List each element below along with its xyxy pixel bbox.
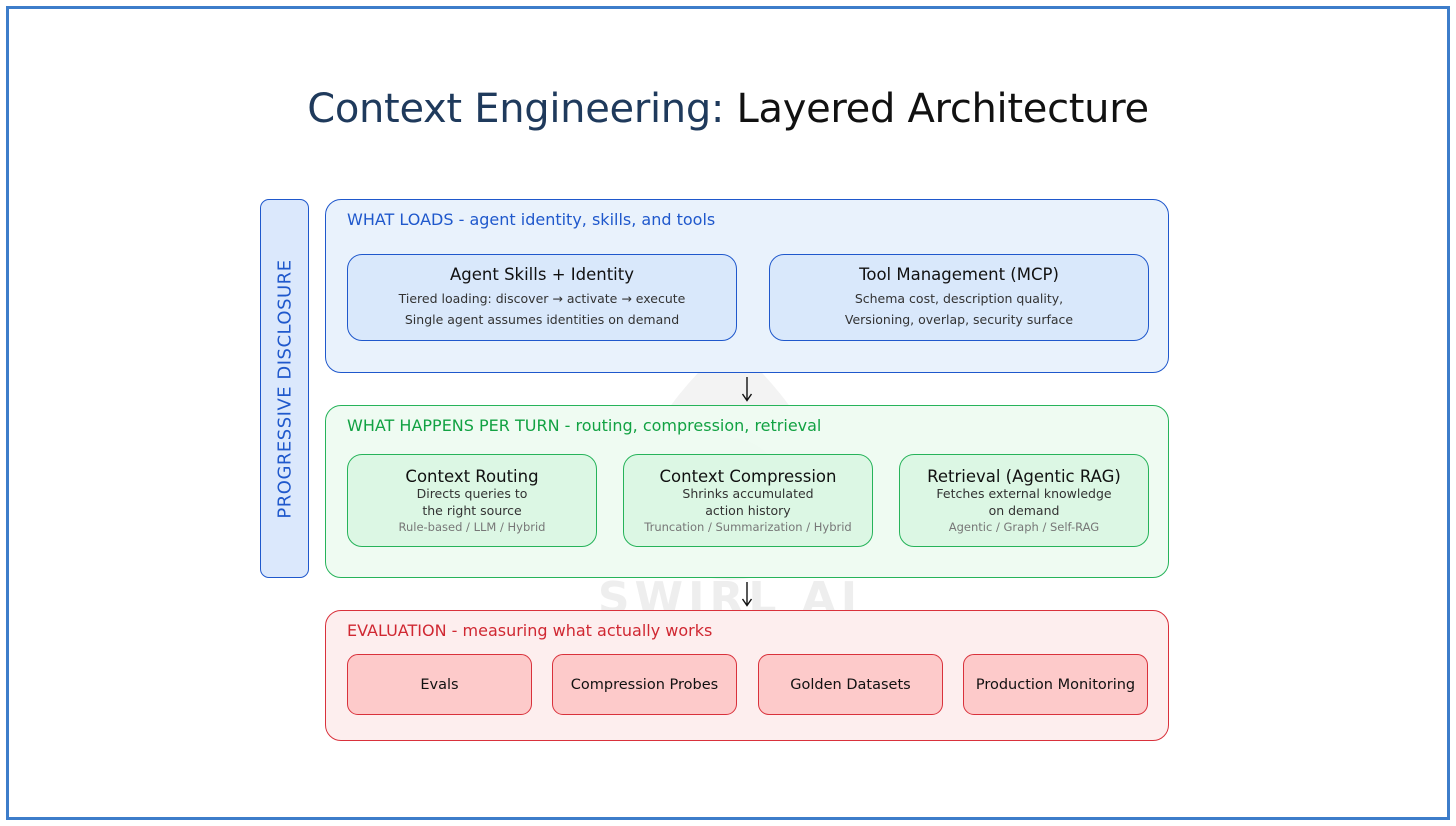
card-title: Golden Datasets (790, 677, 911, 693)
arrow-down-icon (741, 377, 753, 402)
card-line: action history (705, 502, 791, 518)
card-line: Fetches external knowledge (936, 486, 1112, 501)
card-line: Schema cost, description quality, (854, 291, 1064, 306)
card-agent-skills-identity: Agent Skills + Identity Tiered loading: … (347, 254, 737, 341)
card-line: on demand (988, 502, 1060, 518)
card-production-monitoring: Production Monitoring (963, 654, 1148, 715)
card-title: Agent Skills + Identity (449, 265, 634, 284)
card-subtitle: Rule-based / LLM / Hybrid (398, 520, 546, 534)
card-compression-probes: Compression Probes (552, 654, 737, 715)
card-line: Versioning, overlap, security surface (844, 312, 1074, 327)
card-line: Tiered loading: discover → activate → ex… (398, 291, 686, 306)
title-part-1: Context Engineering: (307, 86, 725, 132)
card-context-compression: Context Compression Shrinks accumulated … (623, 454, 873, 547)
progressive-disclosure-bar: PROGRESSIVE DISCLOSURE (260, 199, 309, 578)
card-golden-datasets: Golden Datasets (758, 654, 943, 715)
card-line: Directs queries to (416, 486, 528, 501)
diagram-title: Context Engineering: Layered Architectur… (0, 86, 1456, 132)
card-evals: Evals (347, 654, 532, 715)
card-title: Context Routing (405, 467, 539, 486)
title-part-2: Layered Architecture (724, 86, 1150, 132)
card-retrieval-agentic-rag: Retrieval (Agentic RAG) Fetches external… (899, 454, 1149, 547)
layer-per-turn: WHAT HAPPENS PER TURN - routing, compres… (325, 405, 1169, 578)
layer-per-turn-title: WHAT HAPPENS PER TURN - routing, compres… (347, 416, 822, 435)
card-subtitle: Truncation / Summarization / Hybrid (644, 520, 852, 534)
card-line: Single agent assumes identities on deman… (404, 312, 680, 327)
card-title: Context Compression (659, 467, 837, 486)
card-subtitle: Agentic / Graph / Self-RAG (948, 520, 1100, 534)
progressive-disclosure-label: PROGRESSIVE DISCLOSURE (274, 258, 295, 519)
layer-what-loads-title: WHAT LOADS - agent identity, skills, and… (347, 210, 716, 229)
card-title: Evals (420, 677, 459, 693)
card-title: Tool Management (MCP) (859, 265, 1059, 284)
arrow-down-icon (741, 582, 753, 607)
card-line: Shrinks accumulated (682, 486, 814, 501)
layer-what-loads: WHAT LOADS - agent identity, skills, and… (325, 199, 1169, 373)
layer-evaluation: EVALUATION - measuring what actually wor… (325, 610, 1169, 741)
layer-evaluation-title: EVALUATION - measuring what actually wor… (347, 621, 713, 640)
card-title: Production Monitoring (975, 677, 1136, 693)
card-line: the right source (422, 502, 522, 518)
card-title: Retrieval (Agentic RAG) (927, 467, 1121, 486)
card-context-routing: Context Routing Directs queries to the r… (347, 454, 597, 547)
card-title: Compression Probes (570, 677, 719, 693)
card-tool-management-mcp: Tool Management (MCP) Schema cost, descr… (769, 254, 1149, 341)
